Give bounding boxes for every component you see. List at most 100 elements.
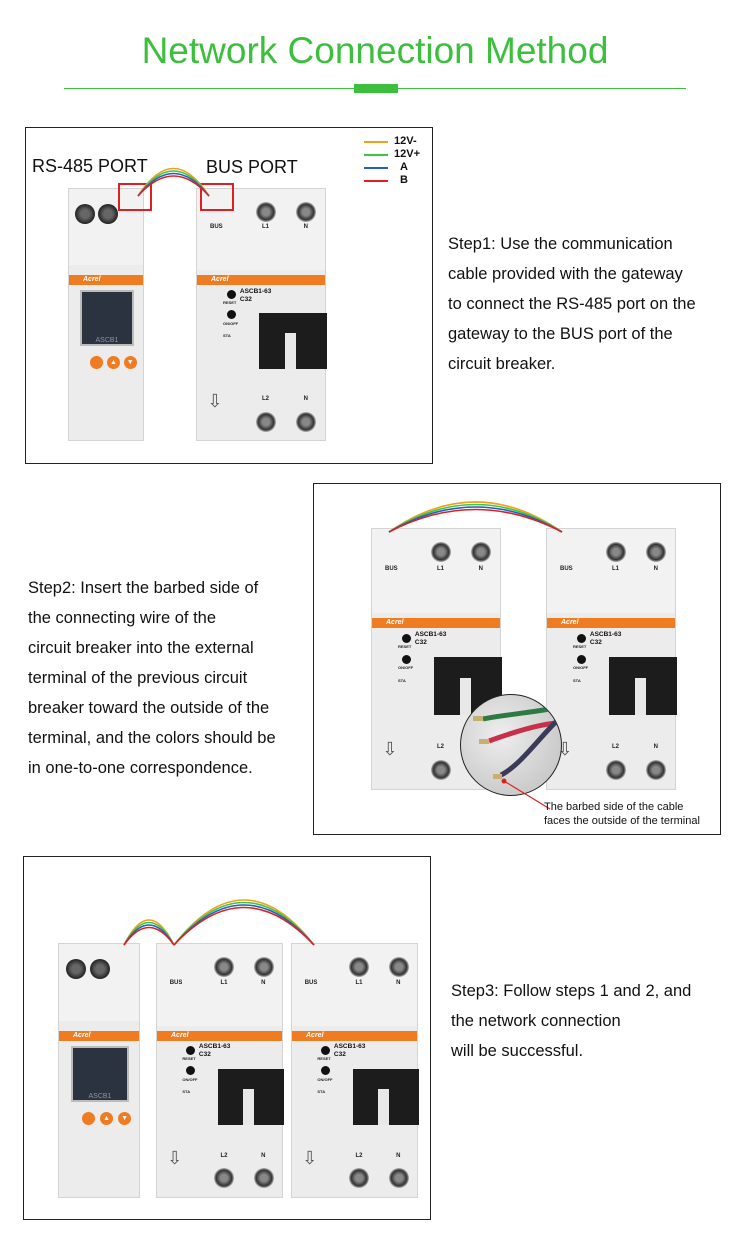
lcd-display: ASCB1: [71, 1046, 129, 1103]
l2-terminal-label: L2: [612, 743, 620, 750]
brand-stripe: [197, 275, 325, 286]
n-terminal-label: N: [653, 743, 658, 750]
l2-terminal-label: L2: [355, 1153, 363, 1160]
brand-logo: Acrel: [73, 1031, 91, 1039]
l2-terminal-label: L2: [220, 1153, 228, 1160]
l1-terminal-label: L1: [437, 565, 445, 572]
wire-a: [137, 172, 210, 197]
step2-diagram-panel: BUSL1NAcrelASCB1-63C32RESETON/OFFSTA⇩L2N…: [313, 483, 721, 835]
terminal-screw-icon: [75, 204, 96, 224]
onoff-button-icon: [576, 654, 586, 664]
breaker-model: ASCB1-63: [333, 1043, 366, 1051]
page-title: Network Connection Method: [141, 30, 609, 71]
onoff-button-icon: [401, 654, 411, 664]
legend-label: A: [400, 161, 408, 173]
wire-b: [137, 175, 210, 197]
reset-button-icon: [576, 633, 586, 643]
up-button-icon: ▲: [107, 355, 120, 369]
brand-stripe: [547, 618, 675, 629]
device-upper-housing: [69, 189, 143, 265]
onoff-button-icon: [321, 1066, 331, 1076]
terminal-screw-icon: [97, 204, 118, 224]
legend-item: B: [364, 174, 420, 187]
l2-terminal-label: L2: [437, 743, 445, 750]
reset-label: RESET: [182, 1056, 196, 1062]
brand-logo: Acrel: [211, 276, 229, 284]
onoff-label: ON/OFF: [223, 320, 239, 326]
brand-stripe: [372, 618, 500, 629]
legend-item: A: [364, 161, 420, 174]
barbed-side-note: The barbed side of the cable faces the o…: [544, 800, 700, 828]
step2-line: terminal, and the colors should be: [28, 729, 276, 747]
terminal-screw-icon: [388, 957, 409, 977]
onoff-label: ON/OFF: [573, 665, 589, 671]
legend-swatch: [364, 153, 388, 156]
brand-stripe: [292, 1030, 417, 1041]
n-terminal-label: N: [478, 565, 483, 572]
step3-line: Step3: Follow steps 1 and 2, and: [451, 982, 692, 1000]
brand-stripe: [59, 1030, 139, 1041]
meter-model-label: ASCB1: [88, 1093, 112, 1101]
breaker-rating: C32: [589, 639, 602, 647]
menu-button-icon: [81, 1112, 95, 1126]
n-terminal-label: N: [261, 1153, 266, 1160]
l1-terminal-label: L1: [220, 979, 228, 986]
communication-cable: [123, 899, 315, 946]
onoff-button-icon: [226, 310, 236, 320]
terminal-screw-icon: [255, 411, 276, 432]
terminal-screw-icon: [470, 542, 491, 562]
bus-terminal-label: BUS: [304, 979, 318, 986]
terminal-screw-icon: [65, 959, 86, 979]
handle-gap: [243, 1089, 254, 1126]
bus-terminal-label: BUS: [210, 224, 223, 231]
handle-gap: [378, 1089, 389, 1126]
step2-line: in one-to-one correspondence.: [28, 759, 253, 777]
legend-label: 12V-: [394, 135, 417, 147]
onoff-label: ON/OFF: [398, 665, 414, 671]
bus-terminal-label: BUS: [385, 565, 398, 572]
bus-port-highlight: [200, 183, 234, 211]
n-terminal-label: N: [396, 1153, 401, 1160]
callout-pointer: [501, 778, 551, 810]
handle-gap: [285, 333, 296, 369]
wire-ends-illustration: [473, 704, 561, 779]
meter-model-label: ASCB1: [95, 336, 119, 344]
l1-terminal-label: L1: [612, 565, 620, 572]
step1-line: gateway to the BUS port of the: [448, 325, 673, 343]
terminal-screw-icon: [255, 202, 276, 222]
load-arrow-icon: ⇩: [302, 1148, 318, 1168]
reset-label: RESET: [398, 644, 412, 650]
terminal-screw-icon: [430, 759, 451, 780]
terminal-screw-icon: [253, 1168, 274, 1189]
bus-port-label: BUS PORT: [206, 157, 298, 177]
reset-button-icon: [226, 290, 236, 300]
up-button-icon: ▲: [100, 1112, 113, 1126]
step2-line: breaker toward the outside of the: [28, 699, 270, 717]
communication-cable: [388, 501, 563, 533]
step2-line: the connecting wire of the: [28, 609, 217, 627]
wire-12vminus: [388, 501, 563, 533]
n-terminal-label: N: [303, 396, 308, 403]
step1-line: cable provided with the gateway: [448, 265, 683, 283]
breaker-model: ASCB1-63: [414, 631, 447, 639]
load-arrow-icon: ⇩: [382, 738, 398, 759]
note-line: The barbed side of the cable: [544, 801, 684, 813]
terminal-screw-icon: [295, 411, 316, 432]
step1-line: to connect the RS-485 port on the: [448, 295, 696, 313]
terminal-screw-icon: [214, 1168, 235, 1189]
brand-logo: Acrel: [386, 619, 404, 627]
l2-terminal-label: L2: [262, 396, 270, 403]
sta-label: STA: [398, 678, 406, 684]
step2-line: terminal of the previous circuit: [28, 669, 248, 687]
wire-b: [173, 906, 315, 946]
legend-swatch: [364, 166, 388, 169]
